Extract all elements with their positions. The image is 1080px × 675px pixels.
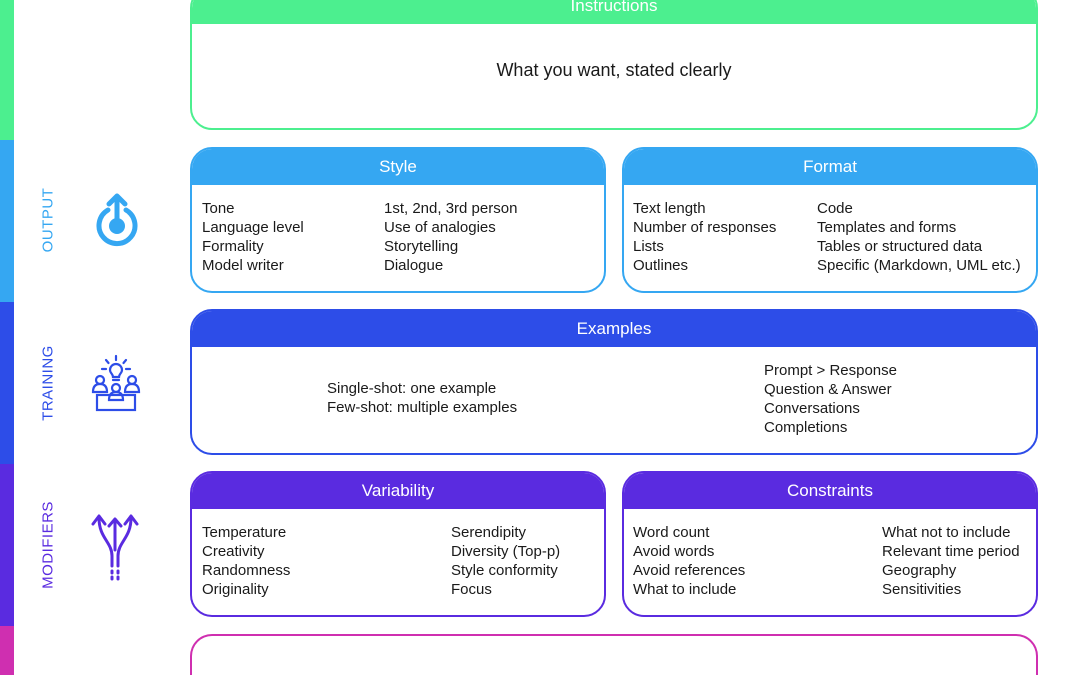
section-modifiers-label: MODIFIERS (39, 501, 57, 589)
instructions-header: Instructions (192, 0, 1036, 24)
list-item: Dialogue (384, 257, 444, 274)
list-item: Avoid words (633, 543, 715, 560)
list-item: What not to include (882, 524, 1011, 541)
style-header: Style (192, 149, 604, 185)
list-item: Sensitivities (882, 581, 962, 598)
stripe-training (0, 302, 14, 464)
style-col-1: Tone Language level Formality Model writ… (202, 199, 304, 275)
list-item: What to include (633, 581, 737, 598)
instructions-text: What you want, stated clearly (496, 60, 732, 80)
list-item: Single-shot: one example (327, 380, 497, 397)
list-item: Outlines (633, 257, 689, 274)
list-item: Tables or structured data (817, 238, 983, 255)
variability-title: Variability (361, 481, 435, 500)
variability-panel: Variability Temperature Creativity Rando… (190, 471, 606, 617)
section-training-label: TRAINING (39, 345, 57, 421)
list-item: Conversations (764, 400, 860, 417)
constraints-title: Constraints (787, 481, 873, 500)
list-item: Code (817, 200, 853, 217)
examples-panel: Examples Single-shot: one example Few-sh… (190, 309, 1038, 455)
list-item: Style conformity (451, 562, 558, 579)
bottom-panel (190, 634, 1038, 675)
style-title: Style (379, 157, 417, 176)
list-item: Tone (202, 200, 235, 217)
team-idea-icon (90, 354, 142, 419)
power-cycle-icon (92, 192, 142, 253)
list-item: Few-shot: multiple examples (327, 399, 518, 416)
list-item: Use of analogies (384, 219, 496, 236)
instructions-body: What you want, stated clearly (192, 24, 1036, 128)
instructions-panel: Instructions What you want, stated clear… (190, 0, 1038, 130)
list-item: Model writer (202, 257, 284, 274)
list-item: Serendipity (451, 524, 527, 541)
constraints-header: Constraints (624, 473, 1036, 509)
variability-header: Variability (192, 473, 604, 509)
list-item: Originality (202, 581, 269, 598)
format-col-1: Text length Number of responses Lists Ou… (633, 199, 776, 275)
variability-col-2: Serendipity Diversity (Top-p) Style conf… (451, 523, 560, 599)
section-output-label: OUTPUT (39, 187, 57, 253)
list-item: Temperature (202, 524, 287, 541)
list-item: Number of responses (633, 219, 777, 236)
style-col-2: 1st, 2nd, 3rd person Use of analogies St… (384, 199, 517, 275)
list-item: Formality (202, 238, 264, 255)
list-item: Language level (202, 219, 304, 236)
diverging-arrows-icon (90, 510, 140, 587)
list-item: Geography (882, 562, 957, 579)
examples-col-2: Prompt > Response Question & Answer Conv… (764, 361, 897, 437)
stripe-bottom (0, 626, 14, 675)
list-item: 1st, 2nd, 3rd person (384, 200, 518, 217)
examples-col-1: Single-shot: one example Few-shot: multi… (327, 379, 517, 417)
style-panel: Style Tone Language level Formality Mode… (190, 147, 606, 293)
list-item: Word count (633, 524, 710, 541)
format-panel: Format Text length Number of responses L… (622, 147, 1038, 293)
list-item: Prompt > Response (764, 362, 897, 379)
format-title: Format (803, 157, 857, 176)
list-item: Focus (451, 581, 492, 598)
examples-title: Examples (576, 319, 652, 338)
list-item: Completions (764, 419, 848, 436)
stripe-output (0, 140, 14, 302)
format-header: Format (624, 149, 1036, 185)
stripe-instructions (0, 0, 14, 140)
list-item: Randomness (202, 562, 291, 579)
list-item: Creativity (202, 543, 265, 560)
constraints-col-2: What not to include Relevant time period… (882, 523, 1020, 599)
list-item: Avoid references (633, 562, 746, 579)
constraints-panel: Constraints Word count Avoid words Avoid… (622, 471, 1038, 617)
list-item: Lists (633, 238, 664, 255)
stripe-modifiers (0, 464, 14, 626)
constraints-col-1: Word count Avoid words Avoid references … (633, 523, 745, 599)
variability-col-1: Temperature Creativity Randomness Origin… (202, 523, 290, 599)
format-col-2: Code Templates and forms Tables or struc… (817, 199, 1021, 275)
list-item: Question & Answer (764, 381, 892, 398)
instructions-title: Instructions (570, 0, 658, 15)
list-item: Storytelling (384, 238, 459, 255)
examples-header: Examples (192, 311, 1036, 347)
list-item: Relevant time period (882, 543, 1020, 560)
list-item: Templates and forms (817, 219, 957, 236)
list-item: Specific (Markdown, UML etc.) (817, 257, 1021, 274)
list-item: Text length (633, 200, 706, 217)
list-item: Diversity (Top-p) (451, 543, 561, 560)
